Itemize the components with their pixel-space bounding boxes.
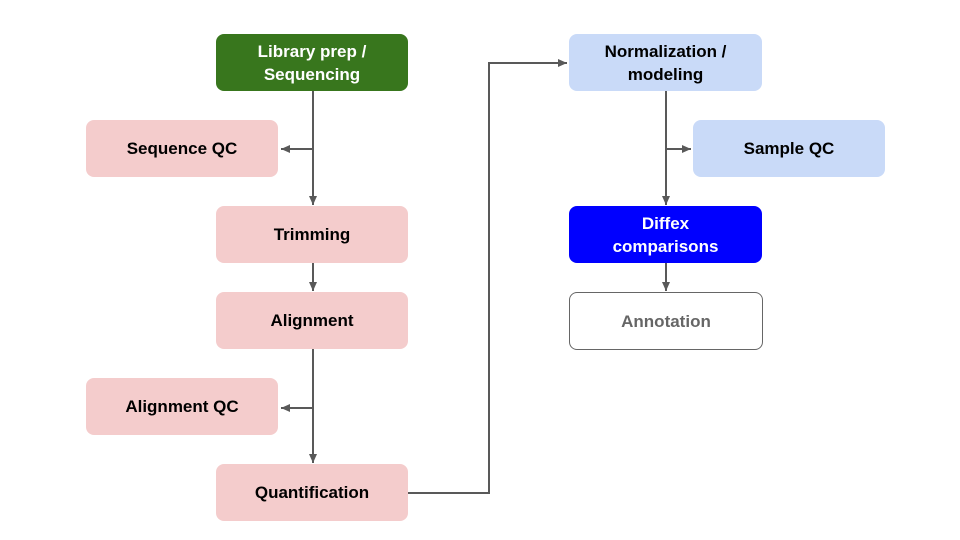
node-annotation: Annotation (569, 292, 763, 350)
node-sequence-qc: Sequence QC (86, 120, 278, 177)
node-alignment-qc: Alignment QC (86, 378, 278, 435)
node-trimming: Trimming (216, 206, 408, 263)
node-library-prep: Library prep / Sequencing (216, 34, 408, 91)
node-sample-qc: Sample QC (693, 120, 885, 177)
arrow-quantification-to-normalization (408, 59, 567, 494)
node-normalization: Normalization / modeling (569, 34, 762, 91)
node-diffex: Diffex comparisons (569, 206, 762, 263)
node-alignment: Alignment (216, 292, 408, 349)
node-quantification: Quantification (216, 464, 408, 521)
